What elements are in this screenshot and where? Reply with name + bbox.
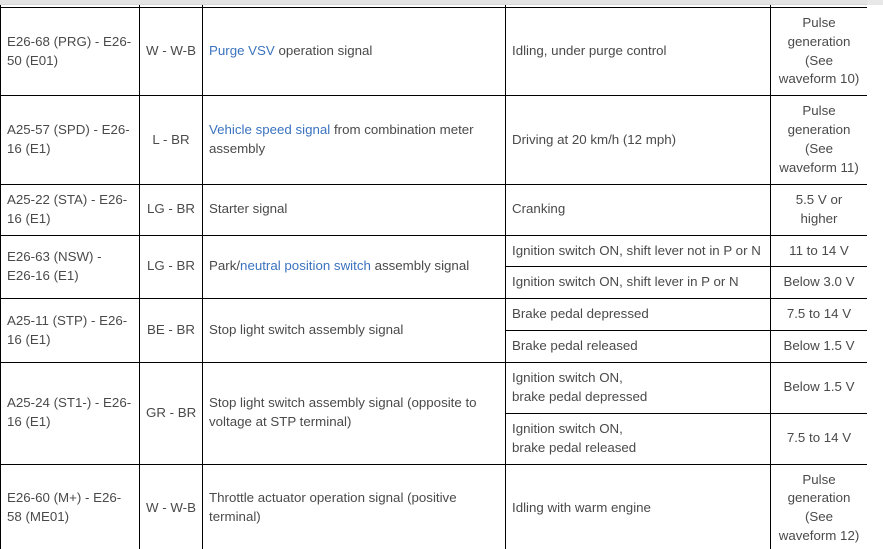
cell-condition: Brake pedal depressed bbox=[505, 298, 771, 332]
cell-specified-condition: 7.5 to 14 V bbox=[770, 298, 868, 332]
top-right-corner bbox=[867, 0, 883, 5]
cell-wiring-color: LG - BR bbox=[139, 183, 203, 236]
cell-terminals: E26-60 (M+) - E26-58 (ME01) bbox=[0, 463, 140, 549]
description-cross-reference-link[interactable]: Vehicle speed signal bbox=[209, 122, 331, 138]
description-prefix: Park/ bbox=[209, 258, 241, 274]
cell-terminal-description: Vehicle speed signal from combination me… bbox=[202, 95, 506, 185]
cell-terminal-description: Stop light switch assembly signal (oppos… bbox=[202, 362, 506, 465]
description-prefix: Throttle actuator operation signal (posi… bbox=[209, 490, 457, 525]
description-prefix: Starter signal bbox=[209, 201, 288, 217]
description-suffix: from combination meter assembly bbox=[209, 122, 474, 156]
description-cross-reference-link[interactable]: neutral position switch bbox=[240, 258, 371, 274]
right-gutter bbox=[867, 0, 883, 549]
cell-terminals: E26-63 (NSW) - E26-16 (E1) bbox=[0, 234, 140, 300]
cell-wiring-color: GR - BR bbox=[139, 362, 203, 465]
cell-wiring-color: W - W-B bbox=[139, 463, 203, 549]
cell-terminals: A25-22 (STA) - E26-16 (E1) bbox=[0, 183, 140, 236]
table-row: A25-22 (STA) - E26-16 (E1)LG - BR Starter… bbox=[0, 183, 868, 236]
description-suffix: operation signal bbox=[274, 43, 373, 59]
cell-specified-condition: 5.5 V or higher bbox=[770, 183, 868, 236]
cell-specified-condition: Below 3.0 V bbox=[770, 266, 868, 300]
cell-specified-condition: Pulse generation (See waveform 11) bbox=[770, 95, 868, 185]
cell-condition: Cranking bbox=[505, 183, 771, 236]
cell-terminals: A25-11 (STP) - E26-16 (E1) bbox=[0, 298, 140, 363]
cell-condition: Driving at 20 km/h (12 mph) bbox=[505, 95, 771, 185]
cell-specified-condition: Below 1.5 V bbox=[770, 330, 868, 363]
cell-wiring-color: L - BR bbox=[139, 95, 203, 185]
cell-condition: Idling with warm engine bbox=[505, 463, 771, 549]
cell-specified-condition: Below 1.5 V bbox=[770, 362, 868, 414]
table-row: A25-11 (STP) - E26-16 (E1)BE - BR Stop li… bbox=[0, 298, 868, 363]
cell-specified-condition: Pulse generation (See waveform 10) bbox=[770, 6, 868, 97]
cell-specified-condition: 7.5 to 14 V bbox=[770, 412, 868, 465]
cell-terminals: E26-68 (PRG) - E26-50 (E01) bbox=[0, 6, 140, 97]
cell-wiring-color: BE - BR bbox=[139, 298, 203, 363]
cell-condition: Ignition switch ON, shift lever not in P… bbox=[505, 234, 771, 268]
cell-specified-condition: 11 to 14 V bbox=[770, 234, 868, 268]
cell-terminals: A25-24 (ST1-) - E26-16 (E1) bbox=[0, 362, 140, 465]
description-suffix: assembly signal bbox=[370, 258, 470, 274]
cell-condition: Idling, under purge control bbox=[505, 6, 771, 97]
description-prefix: Stop light switch assembly signal (oppos… bbox=[209, 395, 477, 430]
cell-terminal-description: Stop light switch assembly signal bbox=[202, 298, 506, 363]
cell-condition: Ignition switch ON, shift lever in P or … bbox=[505, 266, 771, 300]
description-cross-reference-link[interactable]: Purge VSV bbox=[209, 43, 275, 59]
cell-condition: Ignition switch ON,brake pedal depressed bbox=[505, 362, 771, 414]
description-prefix: Stop light switch assembly signal bbox=[209, 322, 404, 338]
cell-condition: Brake pedal released bbox=[505, 330, 771, 363]
cell-terminal-description: Park/neutral position switch assembly si… bbox=[202, 234, 506, 300]
top-edge-band bbox=[0, 0, 883, 5]
cell-condition: Ignition switch ON,brake pedal released bbox=[505, 412, 771, 465]
cell-specified-condition: Pulse generation (See waveform 12) bbox=[770, 463, 868, 549]
cell-wiring-color: W - W-B bbox=[139, 6, 203, 97]
cell-terminal-description: Starter signal bbox=[202, 183, 506, 236]
cell-terminals: A25-57 (SPD) - E26-16 (E1) bbox=[0, 95, 140, 185]
cell-terminal-description: Throttle actuator operation signal (posi… bbox=[202, 463, 506, 549]
table-row: Ignition switch ON, shift lever in P or … bbox=[1, 266, 868, 300]
cell-wiring-color: LG - BR bbox=[139, 234, 203, 300]
cell-terminal-description: Purge VSV operation signal bbox=[202, 6, 506, 97]
